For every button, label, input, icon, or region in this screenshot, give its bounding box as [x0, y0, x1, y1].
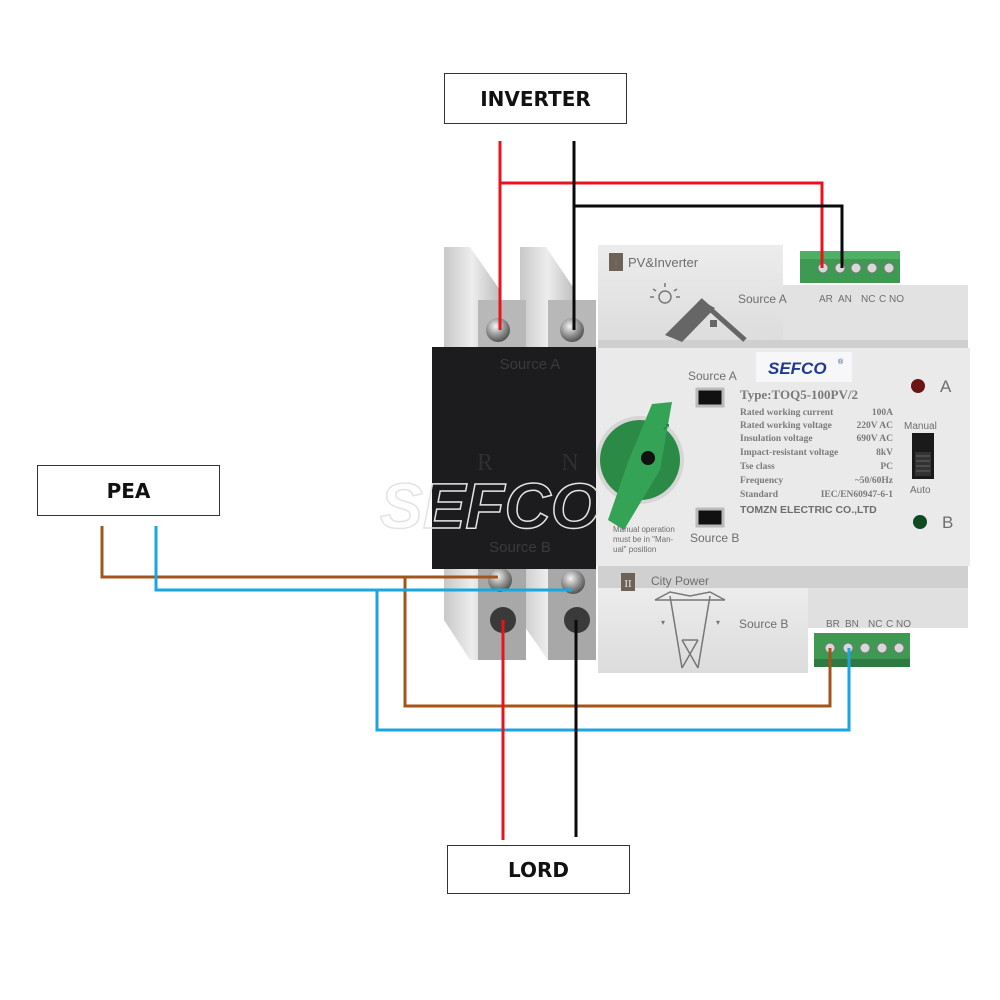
inverter-neutral-to-an-wire [574, 204, 844, 268]
device-text: C [879, 294, 886, 305]
load-label: LORD [447, 845, 630, 894]
screw-source-a-r [486, 318, 510, 342]
device-text: Manual operation [613, 525, 675, 534]
window-b-label: Source B [690, 531, 739, 545]
mode-manual-label: Manual [904, 421, 937, 432]
device-text: Rated working current [740, 408, 834, 418]
device-text: 220V AC [856, 421, 893, 431]
source-b-terminal-block [814, 633, 910, 667]
device-text: AR [819, 294, 833, 305]
device-text: must be in "Man- [613, 535, 674, 544]
device-text: BN [845, 619, 859, 630]
inverter-live-to-ar-wire [500, 181, 824, 268]
source-b-caption: Source B [739, 617, 788, 631]
pea-neutral-to-bn-wire [375, 590, 851, 732]
device-text: ual" position [613, 545, 656, 554]
manufacturer: TOMZN ELECTRIC CO.,LTD [740, 504, 877, 516]
watermark: SEFCO [380, 470, 600, 542]
sun-icon [650, 283, 680, 304]
device-text: Frequency [740, 476, 783, 486]
pv-inverter-title: PV&Inverter [628, 255, 699, 270]
nameplate: SEFCO ® Type:TOQ5-100PV/2 Rated working … [740, 352, 894, 516]
device-text: NC [861, 294, 875, 305]
device-text: IEC/EN60947-6-1 [821, 490, 894, 500]
city-power-title: City Power [651, 574, 709, 588]
window-a-label: Source A [688, 369, 737, 383]
pea-live-wire [100, 526, 498, 579]
source-b-window [695, 507, 725, 528]
inverter-label: INVERTER [444, 73, 627, 124]
device-text: Rated working voltage [740, 421, 832, 431]
device-text: Insulation voltage [740, 434, 813, 444]
led-a-indicator [911, 379, 925, 393]
manual-operation-note: Manual operation must be in "Man- ual" p… [613, 525, 675, 554]
source-a-terminal-block [800, 251, 900, 283]
device-text: NO [896, 619, 911, 630]
led-b-indicator [913, 515, 927, 529]
device-text: 690V AC [856, 434, 893, 444]
device-text: ▾ [716, 618, 720, 627]
spec-list: Rated working current 100A Rated working… [740, 408, 894, 500]
device-text: Tse class [740, 462, 775, 472]
type-label: Type:TOQ5-100PV/2 [740, 387, 858, 402]
device-text: NC [868, 619, 882, 630]
source-b-panel: II City Power ▾ ▾ Source B BR BN NC C NO [621, 573, 911, 669]
screw-source-b-n [561, 570, 585, 594]
device-text: PC [880, 462, 893, 472]
mode-auto-label: Auto [910, 485, 931, 496]
device-text: BR [826, 619, 840, 630]
device-text: Source B [489, 539, 551, 556]
arrow-icon: ↗ [662, 422, 670, 433]
mode-switch[interactable] [912, 433, 934, 479]
device-text: N [561, 450, 578, 476]
device-text: Source A [500, 356, 561, 373]
screw-source-b-r [488, 568, 512, 592]
brand-logo: SEFCO [768, 359, 827, 378]
device-text: AN [838, 294, 852, 305]
device-text: R [477, 450, 493, 476]
device-text: II [624, 578, 632, 590]
device-text: A [940, 377, 952, 396]
power-pylon-icon: ▾ ▾ [654, 591, 726, 669]
source-a-terminal-labels: AR AN NC C NO [819, 294, 904, 305]
rotary-handle[interactable]: ↗ [596, 402, 684, 530]
pea-live-to-br-wire [403, 577, 832, 708]
device-text: Impact-resistant voltage [740, 448, 838, 458]
device-text: 8kV [876, 448, 893, 458]
pea-neutral-wire [154, 526, 572, 592]
terminal-cover: Source A R N Source B [432, 347, 596, 569]
source-a-caption: Source A [738, 292, 787, 306]
device-text: NO [889, 294, 904, 305]
device-text: Standard [740, 490, 779, 500]
device-text: B [942, 513, 953, 532]
device-text: 100A [872, 408, 893, 418]
device-text: ® [838, 358, 844, 366]
device-text: I [614, 256, 617, 270]
screw-source-a-n [560, 318, 584, 342]
device-text: C [886, 619, 893, 630]
device-text: ~50/60Hz [855, 476, 894, 486]
pea-label: PEA [37, 465, 220, 516]
device-text: ▾ [661, 618, 665, 627]
source-a-window [695, 387, 725, 408]
solar-house-icon [665, 298, 747, 342]
